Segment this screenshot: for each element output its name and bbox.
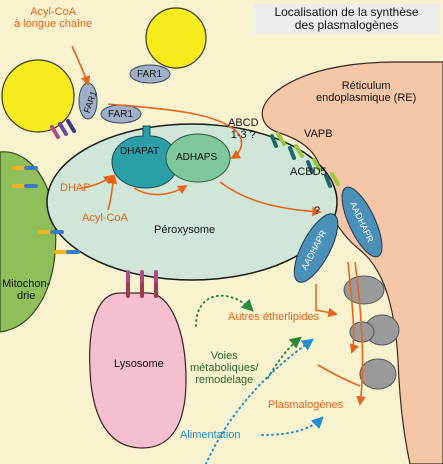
adhaps-enzyme: [165, 133, 231, 183]
label-peroxisome: Péroxysome: [154, 224, 216, 236]
dhapat-enzyme: [111, 125, 179, 189]
label-acyl-coa-long: Acyl-CoA à longue chaîne: [14, 6, 92, 30]
label-er-line-1: Réticulum: [341, 80, 391, 92]
label-voies-line-1: Voies: [210, 350, 238, 362]
label-lysosome: Lysosome: [114, 358, 164, 370]
label-er-line-2: endoplasmique (RE): [316, 92, 417, 104]
label-adhaps: ADHAPS: [176, 152, 218, 163]
label-mitochondria: Mitochon- drie: [2, 278, 50, 302]
label-abcd: ABCD 1-3 ?: [228, 117, 259, 141]
lysosome: [89, 292, 187, 449]
label-dhap: DHAP: [60, 182, 91, 194]
label-acyl-coa: Acyl-CoA: [82, 212, 128, 224]
label-alimentation: Alimentation: [180, 429, 241, 441]
diagram-title: Localisation de la synthèse des plasmalo…: [254, 4, 439, 34]
lipid-droplet-left: [1, 59, 75, 133]
label-far1-mid: FAR1: [108, 109, 134, 120]
label-voies: Voies métaboliques/ remodelage: [190, 350, 259, 386]
aadhapr-proteins: [293, 186, 383, 283]
er-vesicles: [343, 275, 400, 390]
lipid-droplet-top: [145, 7, 207, 69]
mitochondria: [0, 151, 57, 333]
label-question-mark: ?: [314, 205, 321, 217]
label-autres-etherlipides: Autres étherlipides: [228, 311, 320, 323]
label-abcd-line-1: ABCD: [228, 117, 259, 129]
title-line-2: des plasmalogènes: [294, 18, 399, 32]
label-plasmalogenes: Plasmalogènes: [268, 399, 344, 411]
label-acbd5: ACBD5: [290, 166, 327, 178]
label-far1-top: FAR1: [137, 69, 163, 80]
label-acyl-coa-long-line-1: Acyl-CoA: [30, 6, 77, 18]
label-er: Réticulum endoplasmique (RE): [316, 80, 416, 104]
label-dhapat: DHAPAT: [120, 146, 160, 157]
synthesis-arrows: [71, 45, 366, 406]
dietary-arrows: [205, 338, 324, 464]
label-acyl-coa-long-line-2: à longue chaîne: [14, 18, 93, 30]
label-mitochondria-line-2: drie: [16, 290, 36, 302]
label-voies-line-2: métaboliques/: [190, 362, 259, 374]
label-vapb: VAPB: [304, 128, 333, 140]
label-mitochondria-line-1: Mitochon-: [2, 278, 51, 290]
label-abcd-line-2: 1-3 ?: [230, 129, 256, 141]
contact-pegs: [12, 119, 340, 298]
label-voies-line-3: remodelage: [195, 374, 254, 386]
title-line-1: Localisation de la synthèse: [274, 5, 419, 19]
